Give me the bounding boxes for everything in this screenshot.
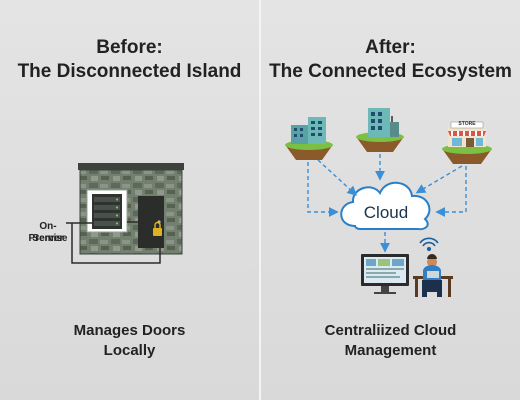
server-label-line1: On-Premise (28, 221, 68, 244)
desktop-monitor-icon (361, 254, 409, 294)
cloud-label: Cloud (363, 203, 409, 222)
store-sign: STORE (458, 121, 476, 127)
office-building-island-left (285, 117, 333, 160)
before-title-line1: Before: (96, 37, 163, 58)
after-title-line1: After: (365, 37, 416, 58)
server-rack-icon (86, 189, 128, 233)
before-caption-line2: Locally (103, 342, 156, 359)
after-caption-line2: Management (344, 342, 437, 359)
store-island-right (442, 121, 492, 164)
cloud-icon (340, 181, 431, 231)
wifi-signal-icon (419, 237, 439, 252)
after-caption-line1: Centraliized Cloud (324, 322, 457, 339)
before-caption-line1: Manages Doors (73, 322, 186, 339)
lock-icon (153, 221, 162, 236)
server-label-line2: Server (32, 233, 64, 244)
person-at-desk-icon (413, 254, 453, 297)
panel-divider (259, 0, 261, 400)
office-building-island-middle (356, 108, 404, 152)
connection-arrows (307, 154, 467, 253)
before-title-line2: The Disconnected Island (17, 61, 242, 82)
after-title-line2: The Connected Ecosystem (269, 61, 512, 82)
wiring-lines (66, 221, 161, 264)
